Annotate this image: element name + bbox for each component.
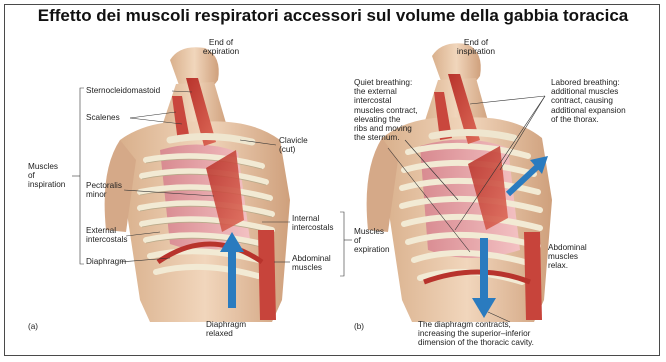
label-sternocleidomastoid: Sternocleidomastoid xyxy=(86,86,160,95)
panel-a-heading: End of expiration xyxy=(182,38,260,56)
panel-b-tag: (b) xyxy=(354,322,364,331)
label-quiet-breathing: Quiet breathing: the external intercosta… xyxy=(354,78,418,142)
panel-b-heading: End of inspiration xyxy=(436,38,516,56)
label-diaphragm-relaxed: Diaphragm relaxed xyxy=(206,320,246,338)
panel-a-tag: (a) xyxy=(28,322,38,331)
label-external-intercostals: External intercostals xyxy=(86,226,127,244)
label-labored-breathing: Labored breathing: additional muscles co… xyxy=(551,78,626,124)
label-abdominal-relax: Abdominal muscles relax. xyxy=(548,243,587,271)
label-internal-intercostals: Internal intercostals xyxy=(292,214,333,232)
label-scalenes: Scalenes xyxy=(86,113,120,122)
label-muscles-of-expiration: Muscles of expiration xyxy=(354,227,390,255)
label-pectoralis-minor: Pectoralis minor xyxy=(86,181,122,199)
label-clavicle: Clavicle (cut) xyxy=(279,136,308,154)
abdominal-muscle-b xyxy=(524,232,542,320)
label-diaphragm: Diaphragm xyxy=(86,257,126,266)
abdominal-muscle-a xyxy=(258,230,276,320)
label-diaphragm-contracts: The diaphragm contracts, increasing the … xyxy=(418,320,534,348)
label-abdominal-muscles: Abdominal muscles xyxy=(292,254,331,272)
label-muscles-of-inspiration: Muscles of inspiration xyxy=(28,162,65,190)
